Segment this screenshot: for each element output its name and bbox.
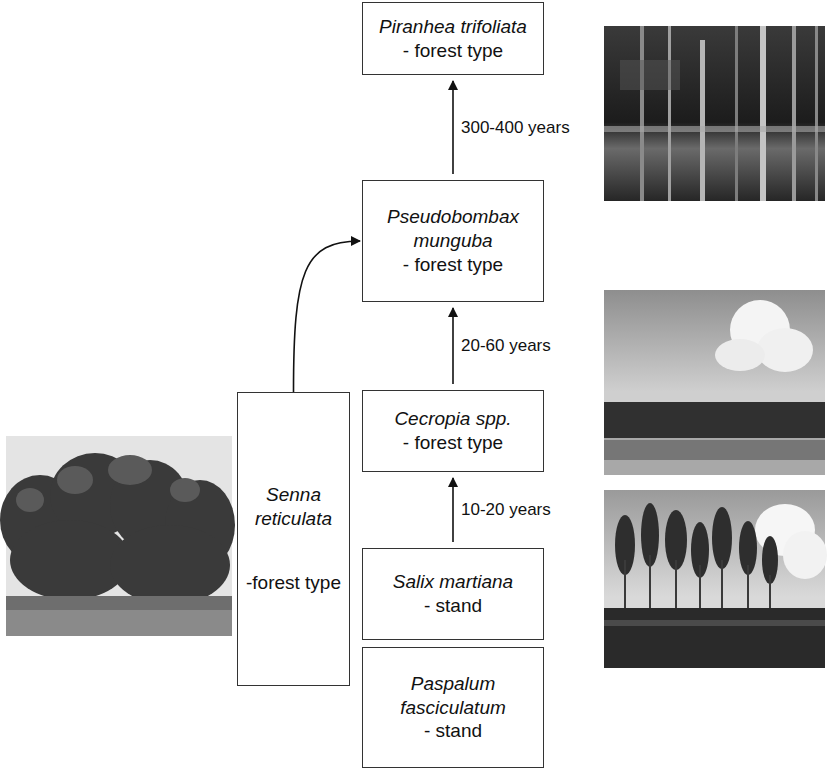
stage-box: Paspalum fasciculatum- stand — [362, 647, 544, 768]
stage-type: - forest type — [403, 431, 503, 455]
salix-stand-photo — [604, 490, 827, 668]
stage-box: Salix martiana- stand — [362, 548, 544, 640]
succession-arrow — [452, 81, 454, 174]
stage-type: - stand — [424, 594, 482, 618]
succession-arrow — [452, 478, 454, 542]
succession-arrow — [452, 308, 454, 384]
stage-box: Senna reticulata -forest type — [237, 392, 350, 686]
succession-arrow — [294, 241, 361, 392]
cecropia-lake-photo — [604, 290, 825, 475]
species-name: Senna reticulata — [244, 483, 343, 531]
stage-type: - forest type — [403, 253, 503, 277]
species-name: Piranhea trifoliata — [379, 15, 527, 39]
duration-label: 20-60 years — [459, 335, 553, 357]
species-name: Paspalum fasciculatum — [369, 672, 537, 720]
stage-type: - forest type — [403, 39, 503, 63]
stage-box: Cecropia spp.- forest type — [362, 390, 544, 472]
senna-shrub-photo — [0, 436, 235, 636]
stage-type: -forest type — [246, 571, 341, 595]
duration-label: 10-20 years — [459, 499, 553, 521]
duration-label: 300-400 years — [459, 117, 572, 139]
species-name: Salix martiana — [393, 570, 513, 594]
stage-box: Piranhea trifoliata- forest type — [362, 2, 544, 75]
flooded-forest-photo — [604, 26, 825, 201]
species-name: Cecropia spp. — [394, 407, 511, 431]
species-name: Pseudobombax munguba — [369, 205, 537, 253]
stage-type: - stand — [424, 719, 482, 743]
stage-box: Pseudobombax munguba- forest type — [362, 180, 544, 302]
